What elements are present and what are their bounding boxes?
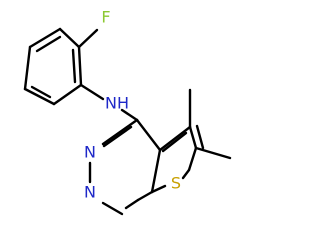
pyrimidine-n-label: N <box>84 183 96 202</box>
bond <box>28 27 62 49</box>
methyl-bond <box>194 146 232 160</box>
bond <box>188 125 198 150</box>
molecule-structure: F NH N N S <box>23 8 232 216</box>
bond <box>181 168 191 180</box>
bond <box>77 45 83 87</box>
fluorophenyl-ring <box>23 27 83 106</box>
double-bond <box>71 48 77 84</box>
fluorine-label: F <box>101 8 110 27</box>
double-bond <box>161 131 188 153</box>
thiophene-ring <box>150 124 205 194</box>
pyrimidine-n-label: N <box>84 143 96 162</box>
bond <box>23 45 32 91</box>
bond <box>23 87 56 106</box>
pyrimidine-ring <box>88 118 162 216</box>
bond <box>158 125 192 152</box>
bond-nh-c4 <box>120 108 139 122</box>
bond <box>52 83 83 106</box>
double-bond <box>30 85 52 99</box>
bond <box>150 148 162 194</box>
bond <box>135 118 162 152</box>
double-bond <box>102 125 133 148</box>
double-bond <box>195 124 205 150</box>
bond-c-f <box>77 28 99 49</box>
bond <box>187 146 198 172</box>
bond <box>101 201 124 216</box>
double-bond <box>124 198 140 210</box>
bond-c-nh <box>79 83 105 101</box>
bond <box>101 118 139 146</box>
bond <box>136 190 154 202</box>
double-bond <box>35 35 62 53</box>
bond <box>150 184 167 194</box>
bond <box>58 27 81 49</box>
sulfur-label: S <box>171 174 181 193</box>
amine-nh-label: NH <box>105 94 129 113</box>
